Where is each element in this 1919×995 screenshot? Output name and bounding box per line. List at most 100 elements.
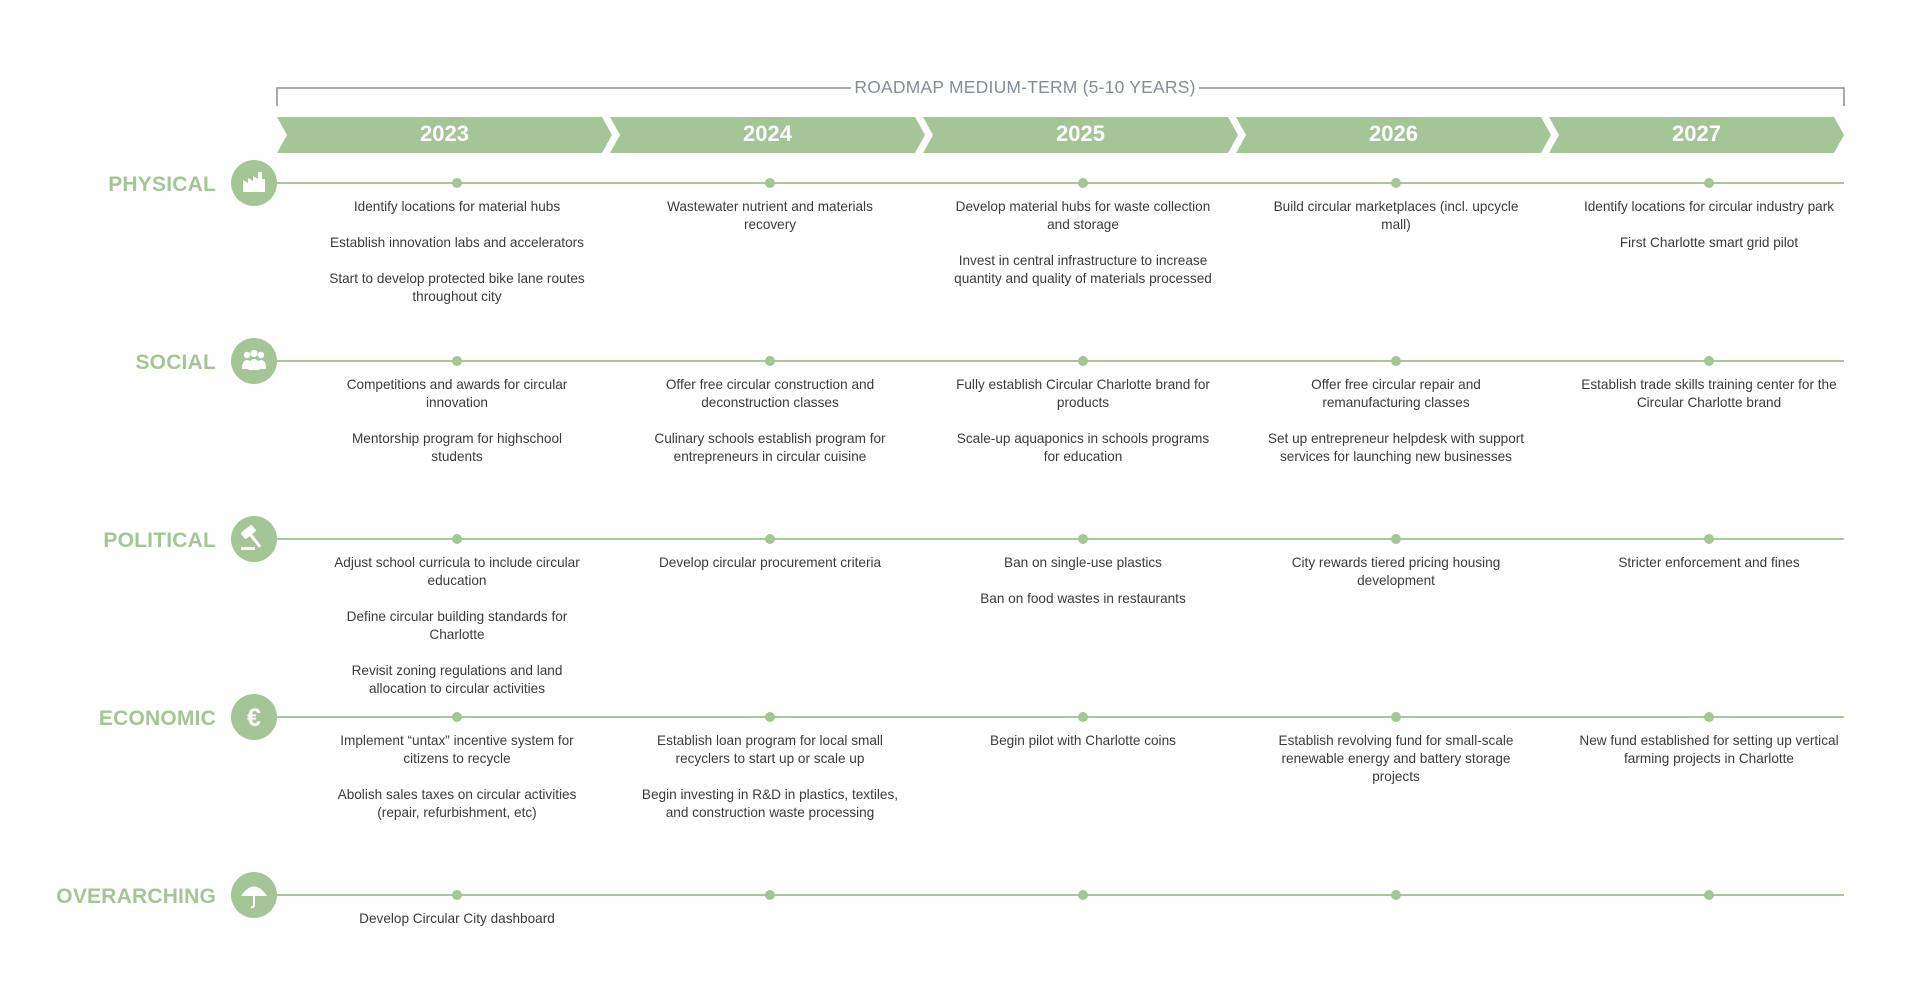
roadmap-item: Develop material hubs for waste collecti… [955, 199, 1211, 232]
row-label-physical: PHYSICAL [108, 173, 216, 196]
roadmap-item: Ban on food wastes in restaurants [980, 591, 1186, 606]
year-chevron [1549, 117, 1844, 153]
roadmap-cell: Offer free circular repair and remanufac… [1266, 376, 1526, 484]
year-chevron [610, 117, 925, 153]
roadmap-item: Establish revolving fund for small-scale… [1278, 733, 1514, 784]
year-label: 2027 [1672, 121, 1721, 146]
roadmap-cell: Wastewater nutrient and materials recove… [640, 198, 900, 252]
roadmap-cell: City rewards tiered pricing housing deve… [1266, 554, 1526, 608]
roadmap-item: Wastewater nutrient and materials recove… [667, 199, 873, 232]
timeline-dot [452, 178, 462, 188]
timeline-dot [452, 356, 462, 366]
timeline-dot [1391, 178, 1401, 188]
roadmap-item: Develop Circular City dashboard [359, 911, 555, 926]
roadmap-item: Begin investing in R&D in plastics, text… [641, 787, 899, 820]
year-label: 2025 [1056, 121, 1105, 146]
timeline-dot [1704, 356, 1714, 366]
roadmap-item: Build circular marketplaces (incl. upcyc… [1273, 199, 1519, 232]
roadmap-item: Competitions and awards for circular inn… [346, 377, 568, 410]
timeline-dot [765, 534, 775, 544]
roadmap-cell: New fund established for setting up vert… [1579, 732, 1839, 786]
roadmap-cell: Develop Circular City dashboard [327, 910, 587, 946]
roadmap-item: Establish trade skills training center f… [1581, 377, 1837, 410]
timeline-dot [452, 534, 462, 544]
year-chevron [277, 117, 612, 153]
timeline-dot [1704, 712, 1714, 722]
roadmap-cell: Offer free circular construction and dec… [640, 376, 900, 484]
row-label-social: SOCIAL [135, 351, 216, 374]
timeline-dot [1078, 356, 1088, 366]
roadmap-item: Mentorship program for highschool studen… [351, 431, 563, 464]
roadmap-cell: Establish revolving fund for small-scale… [1266, 732, 1526, 804]
timeline-dot [452, 890, 462, 900]
roadmap-item: Ban on single-use plastics [1004, 555, 1162, 570]
svg-text:€: € [247, 704, 261, 732]
roadmap-cell: Develop circular procurement criteria [640, 554, 900, 590]
roadmap-item: Identify locations for material hubs [353, 199, 561, 214]
year-label: 2026 [1369, 121, 1418, 146]
year-chevron [1236, 117, 1551, 153]
timeline-dot [1078, 534, 1088, 544]
roadmap-item: Identify locations for circular industry… [1583, 199, 1835, 214]
roadmap-item: Implement “untax” incentive system for c… [340, 733, 574, 766]
year-label: 2023 [420, 121, 469, 146]
timeline-dot [765, 712, 775, 722]
people-icon [231, 338, 277, 384]
roadmap-cell: Build circular marketplaces (incl. upcyc… [1266, 198, 1526, 252]
roadmap-item: Start to develop protected bike lane rou… [329, 271, 585, 304]
row-label-political: POLITICAL [103, 529, 216, 552]
roadmap-cell: Establish trade skills training center f… [1579, 376, 1839, 430]
roadmap-cell: Identify locations for circular industry… [1579, 198, 1839, 270]
roadmap-item: First Charlotte smart grid pilot [1619, 235, 1799, 250]
roadmap-title: ROADMAP MEDIUM-TERM (5-10 YEARS) [851, 76, 1199, 98]
roadmap-cell: Fully establish Circular Charlotte brand… [953, 376, 1213, 484]
timeline-dot [1704, 534, 1714, 544]
roadmap-cell: Begin pilot with Charlotte coins [953, 732, 1213, 768]
timeline-dot [1391, 534, 1401, 544]
roadmap-cell: Implement “untax” incentive system for c… [327, 732, 587, 840]
roadmap-item: Offer free circular construction and dec… [665, 377, 875, 410]
row-label-economic: ECONOMIC [98, 707, 216, 730]
year-label: 2024 [743, 121, 792, 146]
timeline-dot [1078, 890, 1088, 900]
roadmap-item: City rewards tiered pricing housing deve… [1291, 555, 1501, 588]
roadmap-item: Establish loan program for local small r… [657, 733, 883, 766]
umbrella-icon [231, 872, 277, 918]
timeline-dot [1704, 890, 1714, 900]
timeline-dot [1704, 178, 1714, 188]
timeline-dot [452, 712, 462, 722]
roadmap-item: Culinary schools establish program for e… [654, 431, 886, 464]
roadmap-item: Establish innovation labs and accelerato… [330, 235, 584, 250]
timeline-dot [765, 890, 775, 900]
factory-icon [231, 160, 277, 206]
roadmap-item: Define circular building standards for C… [346, 609, 568, 642]
timeline-dot [765, 178, 775, 188]
roadmap-item: Adjust school curricula to include circu… [334, 555, 580, 588]
roadmap-cell: Establish loan program for local small r… [640, 732, 900, 840]
roadmap-item: Offer free circular repair and remanufac… [1311, 377, 1481, 410]
roadmap-item: Invest in central infrastructure to incr… [954, 253, 1212, 286]
timeline-dot [765, 356, 775, 366]
roadmap-item: New fund established for setting up vert… [1579, 733, 1839, 766]
timeline-dot [1078, 178, 1088, 188]
gavel-icon [231, 516, 277, 562]
roadmap-cell: Stricter enforcement and fines [1579, 554, 1839, 590]
euro-icon: € [231, 694, 277, 740]
roadmap-cell: Adjust school curricula to include circu… [327, 554, 587, 716]
timeline-dot [1391, 712, 1401, 722]
timeline-dot [1391, 890, 1401, 900]
roadmap-item: Stricter enforcement and fines [1618, 555, 1800, 570]
row-label-overarching: OVERARCHING [56, 885, 216, 908]
year-chevron [923, 117, 1238, 153]
roadmap-cell: Develop material hubs for waste collecti… [953, 198, 1213, 306]
roadmap-item: Abolish sales taxes on circular activiti… [337, 787, 577, 820]
roadmap-item: Fully establish Circular Charlotte brand… [956, 377, 1210, 410]
timeline-dot [1078, 712, 1088, 722]
roadmap-item: Set up entrepreneur helpdesk with suppor… [1267, 431, 1525, 464]
roadmap-item: Scale-up aquaponics in schools programs … [956, 431, 1210, 464]
roadmap-item: Develop circular procurement criteria [658, 555, 882, 570]
